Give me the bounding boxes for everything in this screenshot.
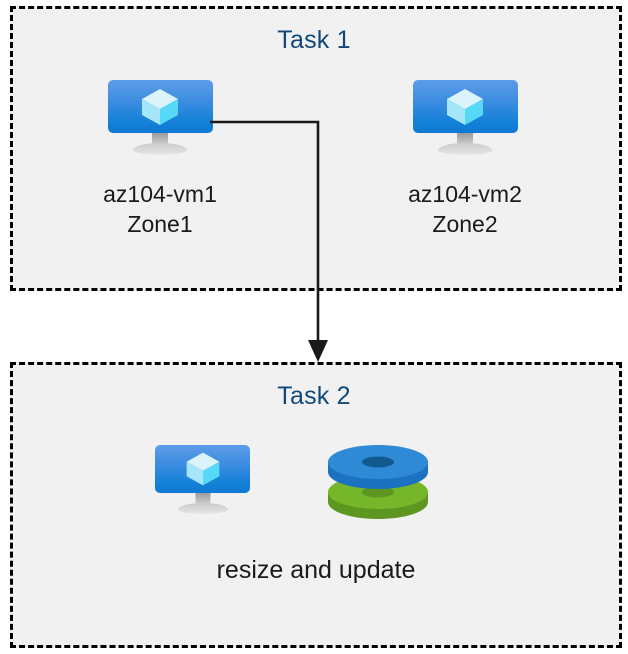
monitor-screen — [155, 445, 250, 493]
monitor-screen — [107, 80, 213, 133]
task-2-container — [10, 362, 622, 648]
node-az104-vm2[interactable]: az104-vm2 Zone2 — [360, 80, 570, 240]
monitor-foot — [177, 503, 228, 514]
virtual-machine-icon — [107, 80, 213, 155]
virtual-machine-icon — [412, 80, 518, 155]
cube-glyph — [183, 449, 223, 489]
task-1-title: Task 1 — [277, 26, 351, 54]
monitor-foot — [438, 143, 492, 155]
cube-glyph — [138, 85, 182, 129]
virtual-machine-icon[interactable] — [155, 445, 250, 515]
monitor-neck — [195, 493, 210, 505]
monitor-neck — [457, 133, 473, 146]
node-az104-vm1[interactable]: az104-vm1 Zone1 — [55, 80, 265, 240]
managed-disks-icon[interactable] — [323, 442, 433, 522]
task-2-icon-row — [10, 440, 622, 540]
monitor-foot — [133, 143, 187, 155]
task-2-caption: resize and update — [216, 556, 416, 584]
cube-glyph — [443, 85, 487, 129]
monitor-screen — [412, 80, 518, 133]
node-label-az104-vm1: az104-vm1 Zone1 — [103, 181, 217, 238]
task-2-title: Task 2 — [277, 382, 351, 410]
disk-top-blue — [328, 445, 428, 489]
monitor-neck — [152, 133, 168, 146]
node-label-az104-vm2: az104-vm2 Zone2 — [408, 181, 522, 238]
